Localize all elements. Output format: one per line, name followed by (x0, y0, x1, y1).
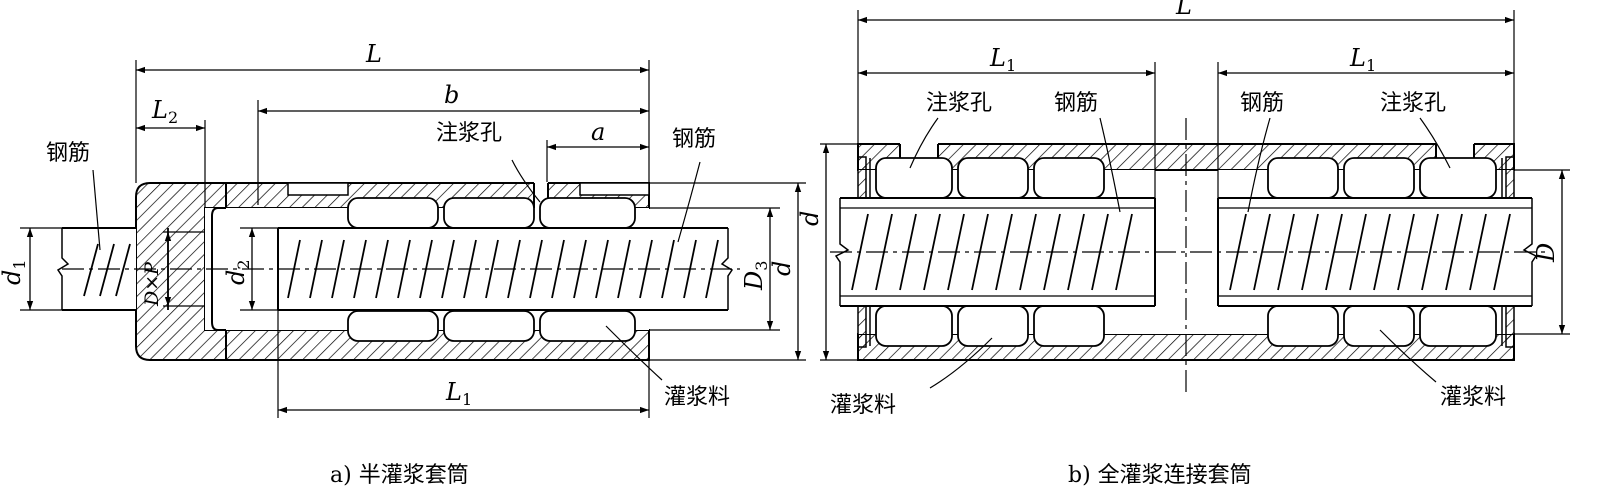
dimension-lines-a (26, 66, 802, 414)
dim-label-a-d2: d2 (222, 259, 253, 285)
leader-lines-b (909, 117, 1451, 389)
grout-ribs-a (347, 197, 636, 342)
dim-label-a-DxP: D×P (141, 261, 163, 307)
dim-label-a-L2: L2 (151, 96, 178, 127)
figure-b: 注浆孔 钢筋 钢筋 注浆孔 灌浆料 灌浆料 L L1 L1 d D b) 全灌浆… (796, 0, 1570, 488)
dimension-lines-b (822, 16, 1566, 360)
extension-lines-a (20, 60, 806, 418)
label-grout-hole-a: 注浆孔 (436, 121, 502, 146)
extension-lines-b (820, 10, 1570, 361)
label-grout-a: 灌浆料 (664, 385, 730, 410)
dim-label-a-L1: L1 (445, 378, 472, 409)
label-rebar-right-a: 钢筋 (672, 127, 716, 152)
label-grout-hole-left-b: 注浆孔 (926, 91, 992, 116)
dim-label-b-L1-left: L1 (989, 44, 1016, 75)
grout-ribs-b (869, 157, 1503, 347)
label-grout-left-b: 灌浆料 (830, 393, 896, 418)
label-grout-hole-right-b: 注浆孔 (1380, 91, 1446, 116)
dim-label-b-L: L (1175, 0, 1192, 20)
dim-label-b-L1-right: L1 (1349, 44, 1376, 75)
dim-label-a-L: L (365, 40, 382, 68)
dim-label-b-d: d (796, 211, 824, 226)
dim-label-a-a: a (591, 118, 605, 146)
caption-a: a) 半灌浆套筒 (330, 463, 469, 488)
labels-a: 钢筋 注浆孔 钢筋 灌浆料 L L2 b a L1 d1 D×P d2 D3 d… (0, 40, 796, 488)
dim-label-a-b: b (444, 81, 459, 109)
labels-b: 注浆孔 钢筋 钢筋 注浆孔 灌浆料 灌浆料 L L1 L1 d D b) 全灌浆… (796, 0, 1560, 488)
label-rebar-left-b: 钢筋 (1054, 91, 1098, 116)
label-rebar-right-b: 钢筋 (1240, 91, 1284, 116)
caption-b: b) 全灌浆连接套筒 (1068, 463, 1252, 488)
dim-label-a-D3: D3 (740, 261, 771, 291)
dim-label-a-d: d (768, 261, 796, 276)
label-rebar-left-a: 钢筋 (46, 141, 90, 166)
dim-label-b-D: D (1532, 243, 1560, 263)
figure-a: 钢筋 注浆孔 钢筋 灌浆料 L L2 b a L1 d1 D×P d2 D3 d… (0, 40, 806, 488)
leader-lines-a (92, 159, 701, 381)
label-grout-right-b: 灌浆料 (1440, 385, 1506, 410)
dim-label-a-d1: d1 (0, 259, 29, 285)
